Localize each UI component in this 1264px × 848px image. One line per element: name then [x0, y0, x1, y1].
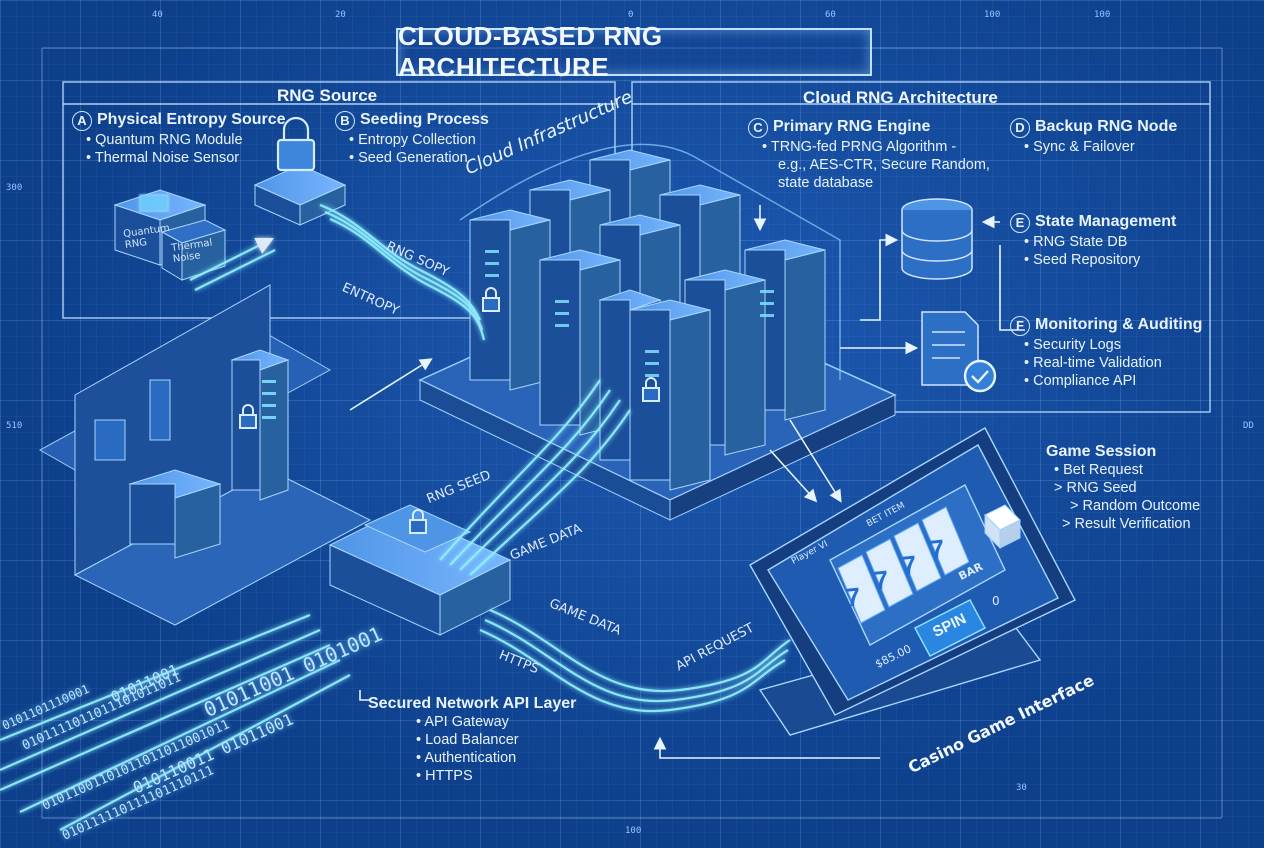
backup-node-block: D Backup RNG Node • Sync & Failover [1010, 118, 1177, 156]
network-layer-block: Secured Network API Layer • API Gateway … [368, 695, 576, 785]
badge-e: E [1010, 213, 1030, 233]
list-item: • API Gateway [416, 714, 509, 730]
slot-reel-1: 7 [844, 581, 862, 613]
list-item: • Security Logs [1024, 337, 1121, 353]
api-gateway-device [328, 504, 512, 636]
badge-d: D [1010, 118, 1030, 138]
list-item: • RNG State DB [1024, 234, 1128, 250]
list-item: • TRNG-fed PRNG Algorithm - [762, 139, 957, 155]
list-item: • Bet Request [1054, 462, 1143, 478]
data-center [38, 284, 372, 626]
list-item: • Real-time Validation [1024, 355, 1162, 371]
page-title: CLOUD-BASED RNG ARCHITECTURE [396, 21, 872, 82]
spin-button [913, 598, 987, 658]
backup-node-title: Backup RNG Node [1035, 118, 1178, 135]
padlock-icon [276, 116, 316, 172]
ruler-top-5: 100 [984, 10, 1001, 20]
server-racks [469, 149, 826, 491]
slot-reel-2: 7 [872, 564, 890, 596]
list-item: • Compliance API [1024, 373, 1137, 389]
game-session-title: Game Session [1046, 443, 1157, 460]
slot-reel-4: 7 [928, 533, 946, 565]
list-item: • Load Balancer [416, 732, 519, 748]
list-item: > Random Outcome [1070, 498, 1201, 514]
list-item: • Thermal Noise Sensor [86, 150, 240, 166]
seeding-process-title: Seeding Process [360, 111, 489, 128]
primary-engine-title: Primary RNG Engine [773, 118, 931, 135]
game-session-block: Game Session • Bet Request > RNG Seed > … [1046, 443, 1200, 533]
ruler-left-2: 510 [6, 421, 23, 431]
network-layer-title: Secured Network API Layer [368, 695, 577, 712]
monitoring-title: Monitoring & Auditing [1035, 316, 1203, 333]
ruler-top-6: 100 [1094, 10, 1111, 20]
entropy-source-title: Physical Entropy Source [97, 111, 286, 128]
list-item: e.g., AES-CTR, Secure Random, [778, 157, 990, 173]
list-item: > Result Verification [1062, 516, 1191, 532]
seeding-process-block: B Seeding Process • Entropy Collection • … [335, 111, 489, 167]
ruler-top-1: 40 [152, 10, 163, 20]
lock-icon [239, 404, 257, 429]
ruler-bottom-1: 100 [625, 826, 642, 836]
ruler-top-2: 20 [335, 10, 346, 20]
dice-icon [984, 504, 1021, 550]
list-item: • Seed Generation [349, 150, 468, 166]
slot-reels [837, 506, 970, 624]
list-item: • HTTPS [416, 768, 473, 784]
quantum-rng-device [113, 189, 227, 281]
ruler-top-4: 60 [825, 10, 836, 20]
entropy-source-block: A Physical Entropy Source • Quantum RNG M… [72, 111, 286, 167]
ruler-left-1: 300 [6, 183, 23, 193]
slot-reel-3: 7 [900, 549, 918, 581]
ruler-bottom-2: 30 [1016, 783, 1027, 793]
list-item: • Quantum RNG Module [86, 132, 243, 148]
list-item: • Sync & Failover [1024, 139, 1135, 155]
ruler-right-1: DD [1243, 421, 1254, 431]
document-icon [921, 311, 979, 386]
list-item: state database [778, 175, 874, 191]
badge-c: C [748, 118, 768, 138]
ruler-top-3: 0 [628, 10, 634, 20]
list-item: • Authentication [416, 750, 517, 766]
lock-icon [409, 509, 427, 534]
zero-display: 0 [992, 594, 1000, 608]
state-management-block: E State Management • RNG State DB • Seed … [1010, 213, 1176, 269]
list-item: > RNG Seed [1054, 480, 1137, 496]
badge-f: F [1010, 316, 1030, 336]
list-item: • Entropy Collection [349, 132, 476, 148]
cloud-panel-title: Cloud RNG Architecture [803, 88, 998, 107]
primary-engine-block: C Primary RNG Engine • TRNG-fed PRNG Algo… [748, 118, 990, 192]
checkmark-icon [963, 359, 997, 393]
monitoring-block: F Monitoring & Auditing • Security Logs •… [1010, 316, 1202, 390]
rng-source-title: RNG Source [277, 86, 378, 105]
list-item: • Seed Repository [1024, 252, 1141, 268]
database-icon [901, 198, 973, 280]
state-management-title: State Management [1035, 213, 1177, 230]
badge-b: B [335, 111, 355, 131]
lock-icon [482, 287, 660, 402]
badge-a: A [72, 111, 92, 131]
